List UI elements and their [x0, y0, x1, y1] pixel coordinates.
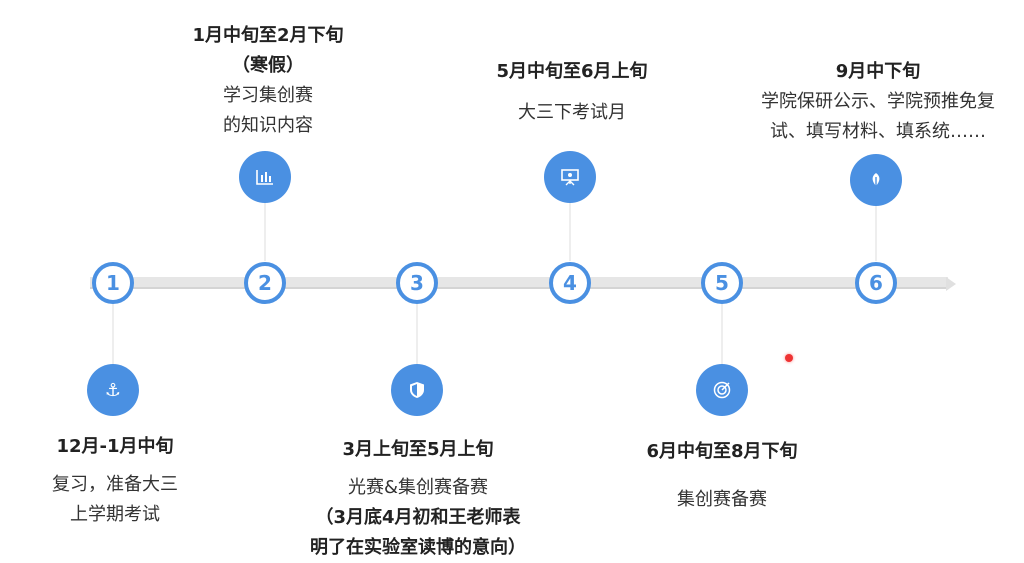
step-node-6: 6	[855, 262, 897, 304]
presentation-icon	[544, 151, 596, 203]
step-line: 光赛&集创赛备赛	[347, 477, 489, 498]
step-line: 大三下考试月	[518, 102, 626, 123]
step-6-text: 9月中下旬 学院保研公示、学院预推免复 试、填写材料、填系统……	[761, 57, 995, 147]
step-node-3: 3	[396, 262, 438, 304]
timeline-arrow	[946, 277, 956, 291]
shield-icon	[391, 364, 443, 416]
connector	[416, 304, 418, 366]
step-title: 1月中旬至2月下旬	[192, 25, 344, 46]
step-line: 学院保研公示、学院预推免复	[761, 91, 995, 112]
step-node-2: 2	[244, 262, 286, 304]
target-icon	[696, 364, 748, 416]
step-line: 复习，准备大三	[52, 474, 178, 495]
step-line: 的知识内容	[223, 115, 313, 136]
connector	[569, 203, 571, 261]
timeline-track	[90, 277, 948, 289]
step-line: 集创赛备赛	[677, 489, 767, 510]
step-node-1: 1	[92, 262, 134, 304]
step-title: 5月中旬至6月上旬	[496, 61, 648, 82]
leaf-icon	[850, 154, 902, 206]
cursor-dot	[785, 354, 793, 362]
step-line: 明了在实验室读博的意向）	[310, 537, 526, 558]
step-node-5: 5	[701, 262, 743, 304]
step-title: 3月上旬至5月上旬	[342, 439, 494, 460]
step-line: （寒假）	[232, 55, 304, 76]
step-line: （3月底4月初和王老师表	[315, 507, 521, 528]
connector	[112, 304, 114, 366]
step-2-text: 1月中旬至2月下旬 （寒假） 学习集创赛 的知识内容	[192, 21, 343, 141]
bar-chart-icon	[239, 151, 291, 203]
step-3-text: 3月上旬至5月上旬 光赛&集创赛备赛 （3月底4月初和王老师表 明了在实验室读博…	[310, 435, 526, 563]
connector	[875, 206, 877, 261]
step-5-text: 6月中旬至8月下旬 集创赛备赛	[646, 437, 797, 515]
step-line: 上学期考试	[70, 504, 160, 525]
step-node-4: 4	[549, 262, 591, 304]
connector	[264, 203, 266, 261]
connector	[721, 304, 723, 366]
step-title: 12月-1月中旬	[56, 436, 174, 457]
step-title: 6月中旬至8月下旬	[646, 441, 798, 462]
step-1-text: 12月-1月中旬 复习，准备大三 上学期考试	[52, 432, 178, 530]
step-4-text: 5月中旬至6月上旬 大三下考试月	[496, 57, 647, 128]
step-title: 9月中下旬	[835, 61, 921, 82]
anchor-icon: ⚓	[87, 364, 139, 416]
step-line: 试、填写材料、填系统……	[770, 121, 986, 142]
step-line: 学习集创赛	[223, 85, 313, 106]
